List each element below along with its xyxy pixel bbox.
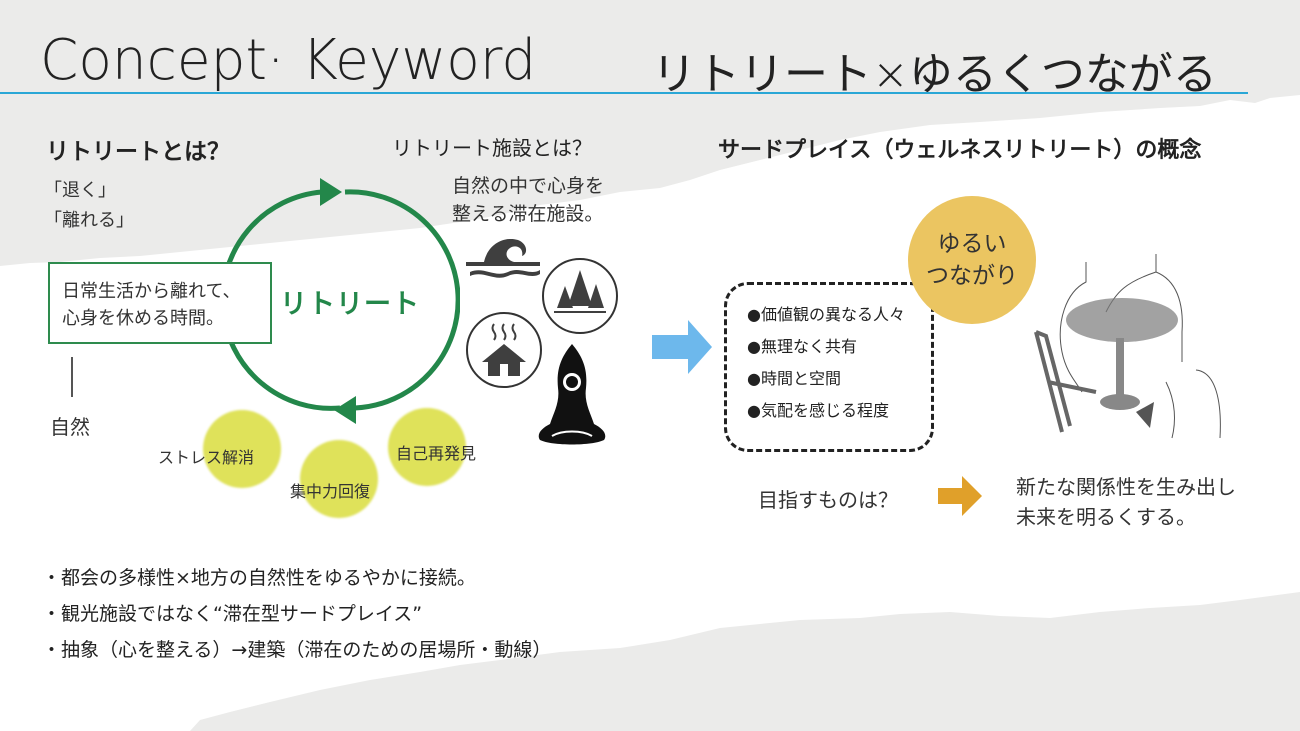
summary-item: ・抽象（心を整える）→建築（滞在のための居場所・動線） bbox=[42, 639, 552, 661]
meaning-leave: 「離れる」 bbox=[44, 210, 134, 231]
definition-line-2: 心身を休める時間。 bbox=[62, 308, 224, 329]
cycle-arrow-top bbox=[320, 178, 342, 206]
retreat-definition-box: 日常生活から離れて、 心身を休める時間。 bbox=[48, 262, 272, 344]
forest-icon bbox=[542, 258, 618, 334]
people-at-table-sketch bbox=[1034, 254, 1221, 439]
arrow-right-blue-icon bbox=[652, 320, 712, 374]
goal-answer-line-1: 新たな関係性を生み出し bbox=[1016, 475, 1236, 499]
loose-connection-circle: ゆるい つながり bbox=[908, 196, 1036, 324]
bubble-self bbox=[388, 408, 466, 486]
connector-line bbox=[71, 357, 73, 397]
benefit-self-discovery: 自己再発見 bbox=[396, 444, 477, 463]
arrow-right-orange-icon bbox=[938, 476, 982, 516]
cycle-arrow-bottom bbox=[334, 396, 356, 424]
goal-answer-line-2: 未来を明るくする。 bbox=[1016, 505, 1196, 529]
benefit-focus-recovery: 集中力回復 bbox=[290, 482, 371, 501]
summary-list: ・都会の多様性×地方の自然性をゆるやかに接続。 ・観光施設ではなく“滞在型サード… bbox=[42, 560, 551, 668]
third-place-heading: サードプレイス（ウェルネスリトリート）の概念 bbox=[718, 138, 1202, 163]
title-underline bbox=[0, 92, 1248, 94]
point-time-space: ●時間と空間 bbox=[747, 369, 841, 388]
facility-desc-line-1: 自然の中で心身を bbox=[452, 175, 605, 197]
wave-icon bbox=[466, 238, 540, 278]
facility-heading: リトリート施設とは？ bbox=[392, 136, 592, 160]
point-share-naturally: ●無理なく共有 bbox=[747, 337, 857, 356]
hot-spring-house-icon bbox=[466, 312, 542, 388]
summary-item: ・観光施設ではなく“滞在型サードプレイス” bbox=[42, 603, 423, 625]
retreat-definition-heading: リトリートとは？ bbox=[46, 139, 230, 165]
bubble-stress bbox=[203, 410, 281, 488]
meditation-icon bbox=[538, 344, 606, 445]
point-sense-presence: ●気配を感じる程度 bbox=[747, 401, 889, 420]
goal-answer: 新たな関係性を生み出し 未来を明るくする。 bbox=[1016, 472, 1236, 532]
benefit-stress-relief: ストレス解消 bbox=[158, 448, 255, 467]
summary-item: ・都会の多様性×地方の自然性をゆるやかに接続。 bbox=[42, 567, 476, 589]
circle-text-line-1: ゆるい bbox=[937, 231, 1007, 257]
third-place-points-box: ●価値観の異なる人々 ●無理なく共有 ●時間と空間 ●気配を感じる程度 bbox=[724, 282, 934, 452]
title-japanese: リトリート×ゆるくつながる bbox=[652, 49, 1217, 100]
facility-description: 自然の中で心身を 整える滞在施設。 bbox=[452, 172, 604, 228]
nature-label: 自然 bbox=[50, 415, 90, 439]
facility-desc-line-2: 整える滞在施設。 bbox=[452, 203, 604, 225]
bottom-gray-paper bbox=[190, 592, 1300, 731]
goal-question: 目指すものは？ bbox=[758, 488, 898, 512]
point-diverse-values: ●価値観の異なる人々 bbox=[747, 305, 905, 324]
circle-text-line-2: つながり bbox=[926, 263, 1018, 289]
bubble-focus bbox=[300, 440, 378, 518]
definition-line-1: 日常生活から離れて、 bbox=[62, 281, 241, 302]
meaning-retreat: 「退く」 bbox=[44, 180, 116, 201]
retreat-cycle-label: リトリート bbox=[280, 289, 420, 320]
title-english: Concept· Keyword bbox=[40, 28, 537, 93]
cycle-arc-right bbox=[344, 189, 460, 411]
